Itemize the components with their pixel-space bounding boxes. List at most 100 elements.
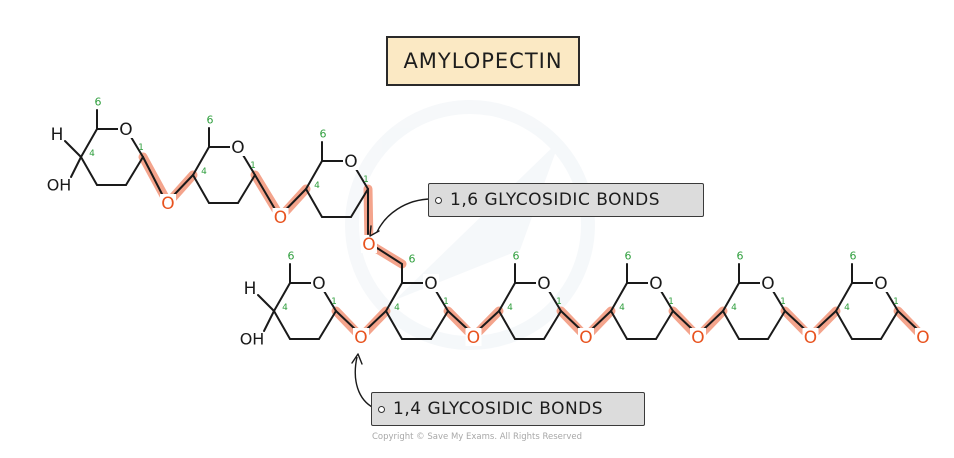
oxygen-mask	[536, 274, 552, 292]
ring-bond	[548, 290, 562, 312]
hydroxyl-group: OH	[240, 330, 265, 349]
label-1-6-text: 1,6 GLYCOSIDIC BONDS	[450, 190, 661, 210]
carbon-1-number: 1	[668, 297, 674, 307]
ring-bond	[880, 310, 899, 340]
ring-oxygen: O	[537, 274, 550, 294]
ring-bond	[610, 282, 628, 312]
ring-bond	[772, 290, 786, 312]
ring-bond	[885, 290, 899, 312]
glycosidic-bond	[560, 310, 582, 331]
glycosidic-bond	[447, 310, 470, 331]
oxygen-mask	[648, 274, 664, 292]
glycosidic-bond	[365, 310, 387, 331]
carbon-4-number: 4	[731, 303, 737, 313]
carbon-6-number: 6	[625, 250, 632, 263]
oxygen-mask	[578, 328, 594, 346]
ring-bond	[498, 282, 516, 312]
carbon-1-number: 1	[443, 297, 449, 307]
oh-bond	[263, 310, 275, 332]
glycosidic-bond	[814, 310, 837, 331]
glycosidic-oxygen: O	[579, 328, 592, 348]
carbon-4-number: 4	[619, 303, 625, 313]
ring-bond	[722, 282, 740, 312]
glycosidic-oxygen: O	[467, 328, 480, 348]
carbon-1-number: 1	[138, 143, 144, 153]
ring-bond	[655, 310, 674, 340]
h-bond	[64, 140, 82, 158]
carbon-4-number: 4	[89, 149, 95, 159]
ring-bond	[498, 310, 516, 340]
arrow-1-6	[376, 198, 433, 233]
ring-bond	[835, 310, 853, 340]
glycosidic-oxygen: O	[804, 328, 817, 348]
glycosidic-bond	[142, 156, 164, 197]
ring-bond	[192, 146, 210, 176]
ring-bond	[835, 282, 853, 312]
ring-bond	[80, 156, 98, 186]
label-1-4-text: 1,4 GLYCOSIDIC BONDS	[393, 399, 604, 419]
carbon-6-number: 6	[288, 250, 295, 263]
tag-hole-icon	[378, 405, 385, 413]
ring-oxygen: O	[761, 274, 774, 294]
glycosidic-bond	[477, 310, 500, 331]
hydrogen-atom: H	[51, 125, 64, 145]
oxygen-mask	[873, 274, 889, 292]
oxygen-mask	[802, 328, 819, 346]
ring-bond	[237, 174, 256, 204]
ring-bond	[355, 168, 369, 190]
carbon-1-number: 1	[331, 297, 337, 307]
tag-hole-icon	[435, 196, 442, 204]
oxygen-mask	[343, 152, 359, 170]
oxygen-mask	[160, 194, 176, 212]
oxygen-mask	[423, 274, 439, 292]
oxygen-mask	[230, 138, 246, 156]
copyright-text: Copyright © Save My Exams. All Rights Re…	[371, 432, 583, 442]
ring-bond	[305, 160, 323, 190]
carbon-6-number: 6	[95, 96, 102, 109]
oxygen-mask	[915, 328, 931, 346]
carbon-6-number: 6	[320, 128, 327, 141]
ring-bond	[242, 154, 256, 176]
ring-bond	[767, 310, 786, 340]
glycosidic-bond	[784, 310, 807, 331]
carbon-4-number: 4	[394, 303, 400, 313]
carbon-4-number: 4	[282, 303, 288, 313]
ring-bond	[318, 310, 337, 340]
ring-bond	[385, 282, 403, 312]
carbon-1-number: 1	[893, 297, 899, 307]
h-bond	[257, 294, 275, 312]
ring-oxygen: O	[424, 274, 437, 294]
carbon-4-number: 4	[201, 167, 207, 177]
oxygen-mask	[353, 328, 369, 346]
oxygen-mask	[465, 328, 482, 346]
oxygen-mask	[311, 274, 327, 292]
ring-bond	[130, 136, 144, 158]
ring-bond	[350, 188, 369, 218]
ring-bond	[543, 310, 562, 340]
carbon-4-number: 4	[314, 181, 320, 191]
carbon-6-number: 6	[850, 250, 857, 263]
ring-bond	[80, 128, 98, 158]
ring-oxygen: O	[344, 152, 357, 172]
carbon-6-number: 6	[409, 253, 416, 266]
carbon-1-number: 1	[250, 161, 256, 171]
oxygen-mask	[361, 235, 377, 253]
ring-oxygen: O	[119, 120, 132, 140]
oh-bond	[70, 156, 82, 178]
branch-bond	[376, 247, 403, 265]
ring-bond	[273, 282, 291, 312]
glycosidic-oxygen: O	[274, 208, 287, 228]
ring-bond	[660, 290, 674, 312]
glycosidic-bond	[284, 188, 307, 211]
branch-oxygen: O	[362, 235, 375, 255]
glycosidic-bond	[897, 310, 919, 331]
ring-bond	[430, 310, 449, 340]
ring-bond	[385, 310, 403, 340]
glycosidic-oxygen: O	[691, 328, 704, 348]
oxygen-mask	[690, 328, 706, 346]
title-box: AMYLOPECTIN	[386, 36, 580, 86]
ring-bond	[323, 290, 337, 312]
hydroxyl-group: OH	[47, 176, 72, 195]
glycosidic-bond	[254, 174, 277, 211]
